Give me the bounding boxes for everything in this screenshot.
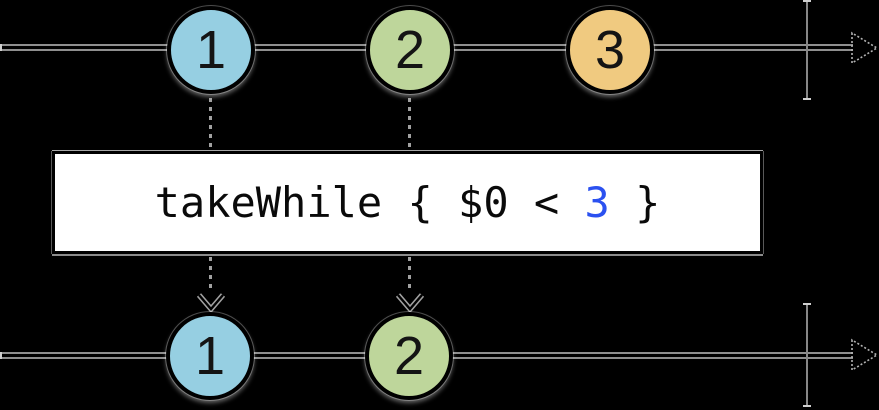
output-marble-1: 1 — [166, 312, 254, 400]
output-marble-2-value: 2 — [393, 326, 425, 386]
output-marble-1-value: 1 — [194, 326, 226, 386]
operator-expression-suffix: } — [609, 178, 661, 227]
input-arrowhead-icon — [851, 31, 879, 65]
input-marble-1: 1 — [167, 6, 255, 94]
output-marble-2: 2 — [365, 312, 453, 400]
input-marble-2: 2 — [366, 6, 454, 94]
input-marble-2-value: 2 — [394, 20, 426, 80]
input-marble-1-value: 1 — [195, 20, 227, 80]
connector-input-1 — [209, 98, 212, 150]
operator-box: takeWhile { $0 < 3 } — [52, 151, 763, 254]
output-arrowhead-icon — [851, 338, 879, 372]
operator-expression-prefix: takeWhile { $0 < — [154, 178, 585, 227]
input-marble-3: 3 — [566, 6, 654, 94]
input-end-bar — [803, 0, 811, 100]
operator-expression-value: 3 — [584, 178, 610, 227]
input-marble-3-value: 3 — [594, 20, 626, 80]
connector-output-2 — [408, 257, 411, 293]
connector-output-1 — [209, 257, 212, 293]
connector-input-2 — [408, 98, 411, 150]
down-arrow-icon — [395, 293, 425, 312]
down-arrow-icon — [196, 293, 226, 312]
output-end-bar — [803, 303, 811, 407]
